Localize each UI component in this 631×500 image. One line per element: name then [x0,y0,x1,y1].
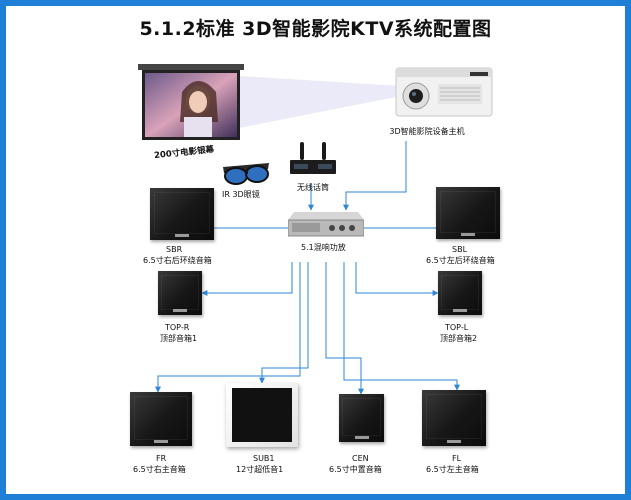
connection-lines [155,76,460,395]
subwoofer-grille [232,388,292,442]
microphone-icon [288,140,338,180]
speaker-top-l [438,271,482,315]
diagram-title: 5.1.2标准 3D智能影院KTV系统配置图 [139,18,492,40]
link-amp-topr [201,262,293,296]
speaker-top-r-code: TOP-R [165,323,190,332]
speaker-fr [130,392,192,446]
projector-unit [394,62,494,120]
projector-beam [239,76,401,128]
glasses-label: IR 3D眼镜 [222,190,260,199]
speaker-sbr [150,188,214,240]
speaker-top-r-name: 顶部音箱1 [160,334,198,343]
speaker-fr-name: 6.5寸右主音箱 [133,465,186,474]
amplifier-label: 5.1混响功放 [301,243,346,252]
speaker-sbl-code: SBL [452,245,468,254]
speaker-fr-code: FR [156,454,167,463]
speaker-fl-name: 6.5寸左主音箱 [426,465,479,474]
link-amp-fr [155,262,301,393]
subwoofer-sub1 [226,383,298,447]
3d-glasses-icon [220,159,272,189]
amplifier-unit [287,210,365,238]
speaker-sbr-name: 6.5寸右后环绕音箱 [143,256,212,265]
speaker-top-l-code: TOP-L [445,323,469,332]
speaker-fl [422,390,486,446]
microphone-label: 无线话筒 [297,183,329,192]
diagram-canvas: 5.1.2标准 3D智能影院KTV系统配置图 [6,6,625,494]
link-amp-sub [259,262,309,384]
speaker-fl-code: FL [452,454,462,463]
projector-label: 3D智能影院设备主机 [389,127,465,136]
speaker-cen [339,394,384,442]
speaker-top-r [158,271,202,315]
speaker-sbl-name: 6.5寸左后环绕音箱 [426,256,495,265]
subwoofer-code: SUB1 [253,454,275,463]
speaker-sbl [436,187,500,239]
link-projector-amp [343,141,407,211]
speaker-cen-code: CEN [352,454,369,463]
projection-screen [136,62,246,152]
speaker-top-l-name: 顶部音箱2 [440,334,478,343]
link-amp-topl [355,262,439,296]
speaker-cen-name: 6.5寸中置音箱 [329,465,382,474]
speaker-sbr-code: SBR [166,245,183,254]
subwoofer-name: 12寸超低音1 [236,465,284,474]
link-amp-fl [343,262,460,391]
